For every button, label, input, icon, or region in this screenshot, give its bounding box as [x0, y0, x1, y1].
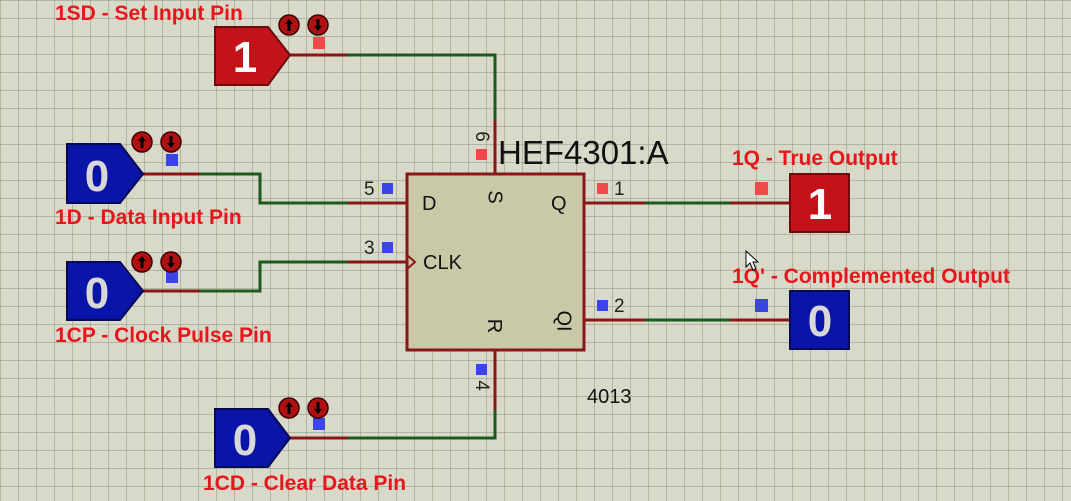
input-data-label: 1D - Data Input Pin	[55, 206, 242, 229]
input-clear-value: 0	[233, 416, 257, 465]
state-indicator	[476, 364, 487, 375]
increment-up-arrow-icon[interactable]	[131, 251, 153, 273]
input-clock-label: 1CP - Clock Pulse Pin	[55, 324, 272, 347]
pin-number-s: 6	[470, 131, 492, 142]
state-indicator	[313, 418, 325, 430]
decrement-down-arrow-icon[interactable]	[307, 14, 329, 36]
state-indicator	[597, 183, 608, 194]
state-indicator	[755, 299, 768, 312]
input-clear-label: 1CD - Clear Data Pin	[203, 472, 407, 495]
pin-state-indicators	[166, 37, 768, 430]
pin-stubs	[143, 53, 790, 440]
output-q-probe[interactable]: 1	[789, 173, 850, 233]
state-indicator	[755, 182, 768, 195]
decrement-down-arrow-icon[interactable]	[307, 397, 329, 419]
state-indicator	[166, 154, 178, 166]
clock-edge-marker	[406, 254, 417, 270]
component-title: HEF4301:A	[498, 134, 669, 171]
mouse-cursor-icon	[745, 250, 760, 271]
increment-up-arrow-icon[interactable]	[131, 131, 153, 153]
flipflop-chip[interactable]	[405, 172, 586, 352]
increment-up-arrow-icon[interactable]	[278, 14, 300, 36]
wire-set[interactable]	[348, 53, 497, 120]
component-part-number: 4013	[587, 386, 632, 408]
wire-clear[interactable]	[348, 410, 497, 440]
wires	[200, 53, 730, 440]
decrement-down-arrow-icon[interactable]	[160, 131, 182, 153]
pin-number-q: 1	[614, 179, 625, 200]
output-q-value: 1	[808, 180, 832, 229]
state-indicator	[313, 37, 325, 49]
input-set-terminal[interactable]: 1	[214, 26, 292, 86]
state-indicator	[382, 242, 393, 253]
output-q-label: 1Q - True Output	[732, 147, 898, 170]
pin-name-qn: QI	[552, 310, 575, 332]
state-indicator	[166, 271, 178, 283]
wire-data[interactable]	[200, 172, 348, 205]
state-indicator	[597, 300, 608, 311]
output-qn-probe[interactable]: 0	[789, 290, 850, 350]
input-data-terminal[interactable]: 0	[66, 143, 145, 204]
pin-name-clk: CLK	[423, 252, 462, 274]
input-clock-terminal[interactable]: 0	[66, 261, 145, 321]
toggle-buttons	[131, 14, 329, 419]
input-set-value: 1	[233, 33, 257, 82]
pin-name-s: S	[483, 190, 506, 204]
input-clear-terminal[interactable]: 0	[214, 408, 292, 468]
pin-name-q: Q	[551, 193, 567, 215]
wire-clock[interactable]	[200, 260, 348, 293]
input-data-value: 0	[85, 152, 109, 201]
pin-number-d: 5	[364, 179, 375, 200]
increment-up-arrow-icon[interactable]	[278, 397, 300, 419]
output-qn-label: 1Q' - Complemented Output	[732, 265, 1010, 288]
pin-number-clk: 3	[364, 238, 375, 259]
pin-number-r: 4	[470, 380, 492, 391]
pin-name-d: D	[422, 193, 437, 215]
input-set-label: 1SD - Set Input Pin	[55, 2, 243, 25]
pin-number-qn: 2	[614, 296, 625, 317]
state-indicator	[476, 149, 487, 160]
input-clock-value: 0	[85, 269, 109, 318]
state-indicator	[382, 183, 393, 194]
output-qn-value: 0	[808, 297, 832, 346]
decrement-down-arrow-icon[interactable]	[160, 251, 182, 273]
pin-name-r: R	[483, 318, 506, 334]
